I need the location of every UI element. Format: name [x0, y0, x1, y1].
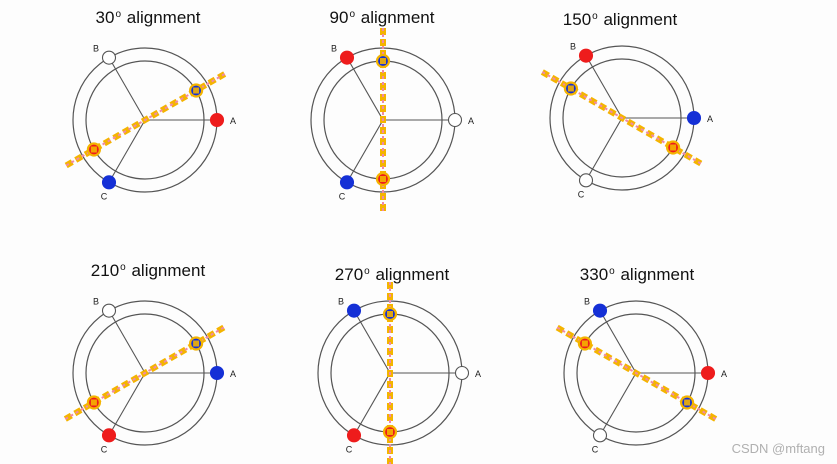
title-word: alignment [131, 261, 206, 280]
spoke-c [585, 117, 623, 181]
phase-marker-a [209, 112, 225, 128]
phase-marker-c [101, 175, 117, 190]
phase-marker-b [101, 303, 117, 318]
phase-label-a: A [468, 116, 474, 126]
spoke-c [346, 119, 384, 183]
phase-marker-b [101, 50, 117, 65]
phase-label-a: A [707, 114, 713, 124]
title-degree-mark: o [120, 262, 126, 273]
phase-label-c: C [578, 189, 585, 199]
title-degree-mark: o [364, 266, 370, 277]
rotor-pole-core-2 [670, 144, 677, 151]
title-word: alignment [375, 265, 450, 284]
phase-marker-a [447, 112, 463, 128]
phase-marker-c [346, 428, 362, 443]
phase-label-b: B [93, 297, 99, 307]
rotor-pole-core-2 [387, 311, 393, 317]
phase-marker-c [101, 428, 117, 443]
title-word: alignment [360, 8, 435, 27]
phase-label-a: A [475, 369, 481, 379]
phase-marker-c [578, 173, 594, 188]
phase-label-b: B [584, 297, 590, 307]
phase-marker-b [592, 303, 608, 318]
spoke-b [108, 310, 146, 374]
title-word: alignment [126, 8, 201, 27]
phase-marker-b [339, 50, 355, 65]
panel-title-210: 210o alignment [48, 258, 248, 281]
title-number: 90 [329, 8, 349, 27]
phase-marker-a [454, 365, 470, 381]
rotor-pole-core-2 [193, 340, 200, 347]
spoke-b [346, 57, 384, 121]
title-degree-mark: o [115, 9, 122, 20]
spoke-c [599, 372, 637, 436]
phase-marker-a [686, 110, 702, 126]
spoke-b [585, 55, 623, 119]
spoke-b [108, 57, 146, 121]
rotor-pole-core-1 [193, 87, 200, 94]
spoke-c [108, 372, 146, 436]
watermark: CSDN @mftang [731, 441, 825, 456]
panel-title-270: 270o alignment [292, 262, 492, 285]
phase-label-c: C [592, 444, 599, 454]
phase-label-b: B [338, 297, 344, 307]
phase-label-b: B [331, 44, 337, 54]
phase-label-a: A [721, 369, 727, 379]
rotor-pole-core-2 [581, 340, 588, 347]
phase-marker-c [592, 428, 608, 443]
rotor-pole-core-1 [387, 429, 393, 435]
title-degree-mark: o [592, 11, 598, 22]
phase-marker-c [339, 175, 355, 190]
title-degree-mark: o [609, 266, 615, 277]
rotor-pole-core-1 [684, 399, 691, 406]
panel-title-90: 90o alignment [282, 5, 482, 28]
spoke-c [353, 372, 391, 436]
alignment-panel-330: A B C [554, 297, 727, 454]
rotor-pole-core-2 [380, 176, 386, 182]
rotor-pole-core-1 [90, 399, 97, 406]
title-number: 330 [579, 265, 609, 284]
spoke-b [353, 310, 391, 374]
spoke-c [108, 119, 146, 183]
phase-marker-a [209, 365, 225, 381]
rotor-pole-core-2 [90, 146, 97, 153]
panel-title-150: 150o alignment [520, 7, 720, 30]
title-degree-mark: o [349, 9, 356, 20]
panel-title-30: 30o alignment [48, 5, 248, 28]
alignment-panel-270: A B C [317, 281, 481, 464]
phase-marker-b [578, 48, 594, 63]
alignment-panel-90: A B C [310, 28, 474, 212]
rotor-pole-core-1 [380, 58, 386, 64]
title-word: alignment [620, 265, 695, 284]
phase-label-b: B [570, 42, 576, 52]
title-word: alignment [603, 10, 678, 29]
spoke-b [599, 310, 637, 374]
phase-label-a: A [230, 116, 236, 126]
title-number: 150 [562, 10, 592, 29]
phase-marker-a [700, 365, 716, 381]
title-number: 210 [90, 261, 120, 280]
alignment-panel-150: A B C [540, 42, 713, 199]
phase-marker-b [346, 303, 362, 318]
phase-label-c: C [101, 191, 108, 201]
title-number: 30 [95, 8, 115, 27]
phase-label-b: B [93, 44, 99, 54]
panel-title-330: 330o alignment [537, 262, 737, 285]
title-number: 270 [334, 265, 364, 284]
phase-label-a: A [230, 369, 236, 379]
phase-label-c: C [339, 191, 346, 201]
alignment-panel-210: A B C [63, 297, 236, 454]
alignment-panel-30: A B C [63, 44, 236, 201]
phase-label-c: C [101, 444, 108, 454]
phase-label-c: C [346, 444, 353, 454]
rotor-pole-core-1 [567, 85, 574, 92]
